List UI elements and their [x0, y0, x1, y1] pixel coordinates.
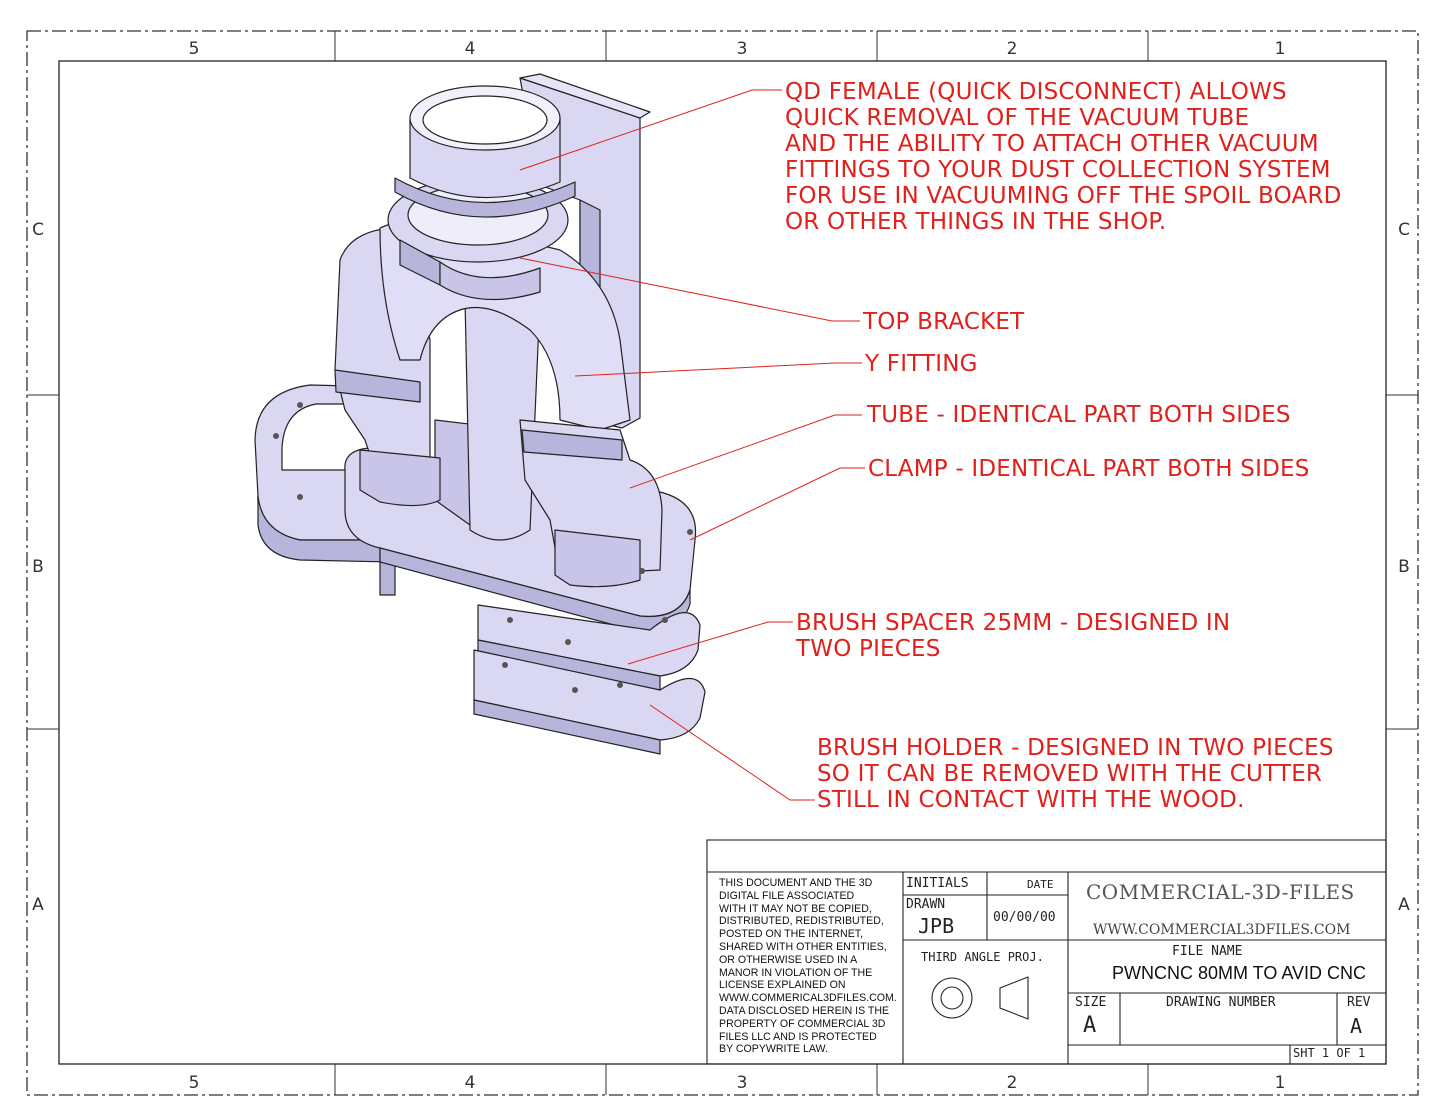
sheet-number: SHT 1 OF 1 — [1293, 1046, 1366, 1060]
projection-circle-outer — [931, 977, 973, 1019]
callout-brush-holder: BRUSH HOLDER - DESIGNED IN TWO PIECES SO… — [817, 735, 1334, 813]
rev-value: A — [1350, 1014, 1363, 1038]
row-label-c-left: C — [32, 220, 44, 240]
leader-brush-spacer — [627, 621, 793, 665]
leader-clamp — [689, 467, 865, 541]
col-label-5-bottom: 5 — [189, 1073, 200, 1093]
col-label-4-top: 4 — [465, 39, 476, 59]
zone-labels: 5 4 3 2 1 5 4 3 2 1 C B A C B A — [32, 39, 1410, 1093]
title-block — [706, 839, 1387, 1065]
col-label-1-top: 1 — [1275, 39, 1286, 59]
projection-cone — [999, 976, 1029, 1020]
drawing-number-label: DRAWING NUMBER — [1166, 995, 1276, 1010]
size-value: A — [1083, 1013, 1097, 1038]
leader-qd-female — [519, 89, 782, 171]
size-label: SIZE — [1075, 995, 1107, 1010]
row-label-a-left: A — [32, 895, 44, 915]
leader-brush-holder — [649, 704, 815, 801]
callout-tube: TUBE - IDENTICAL PART BOTH SIDES — [867, 402, 1291, 428]
outer-frame — [26, 30, 1419, 1096]
brush-spacer — [477, 604, 701, 677]
leader-top-bracket — [519, 257, 860, 322]
date-label: DATE — [1027, 878, 1054, 891]
callout-brush-spacer: BRUSH SPACER 25MM - DESIGNED IN TWO PIEC… — [796, 610, 1231, 662]
brush-holder-lower — [473, 649, 706, 741]
assembly-illustration — [254, 73, 706, 755]
row-label-b-right: B — [1398, 557, 1410, 577]
projection-circle-inner — [940, 986, 964, 1010]
date-value: 00/00/00 — [993, 910, 1056, 925]
row-label-c-right: C — [1398, 220, 1410, 240]
projection-label: THIRD ANGLE PROJ. — [921, 950, 1044, 964]
col-label-5-top: 5 — [189, 39, 200, 59]
company-name: COMMERCIAL-3D-FILES — [1086, 880, 1355, 904]
file-name-label: FILE NAME — [1172, 944, 1243, 959]
initials-label: INITIALS — [906, 876, 969, 891]
col-label-3-bottom: 3 — [737, 1073, 748, 1093]
col-label-2-bottom: 2 — [1007, 1073, 1018, 1093]
leader-y-fitting — [574, 362, 862, 377]
col-label-3-top: 3 — [737, 39, 748, 59]
col-label-2-top: 2 — [1007, 39, 1018, 59]
callout-qd-female: QD FEMALE (QUICK DISCONNECT) ALLOWS QUIC… — [785, 79, 1342, 235]
callout-clamp: CLAMP - IDENTICAL PART BOTH SIDES — [868, 456, 1310, 482]
row-label-a-right: A — [1398, 895, 1410, 915]
leader-lines — [519, 89, 865, 801]
zone-dividers — [27, 31, 1418, 1095]
col-label-4-bottom: 4 — [465, 1073, 476, 1093]
callout-y-fitting: Y FITTING — [865, 351, 978, 377]
drawn-label: DRAWN — [906, 897, 946, 912]
legal-notice: THIS DOCUMENT AND THE 3D DIGITAL FILE AS… — [719, 877, 897, 1056]
callout-top-bracket: TOP BRACKET — [863, 309, 1025, 335]
row-label-b-left: B — [32, 557, 44, 577]
file-name: PWNCNC 80MM TO AVID CNC — [1112, 963, 1367, 983]
rev-label: REV — [1347, 995, 1371, 1010]
leader-tube — [629, 414, 862, 489]
drawn-value: JPB — [918, 914, 955, 938]
company-website: WWW.COMMERCIAL3DFILES.COM — [1093, 922, 1351, 938]
col-label-1-bottom: 1 — [1275, 1073, 1286, 1093]
